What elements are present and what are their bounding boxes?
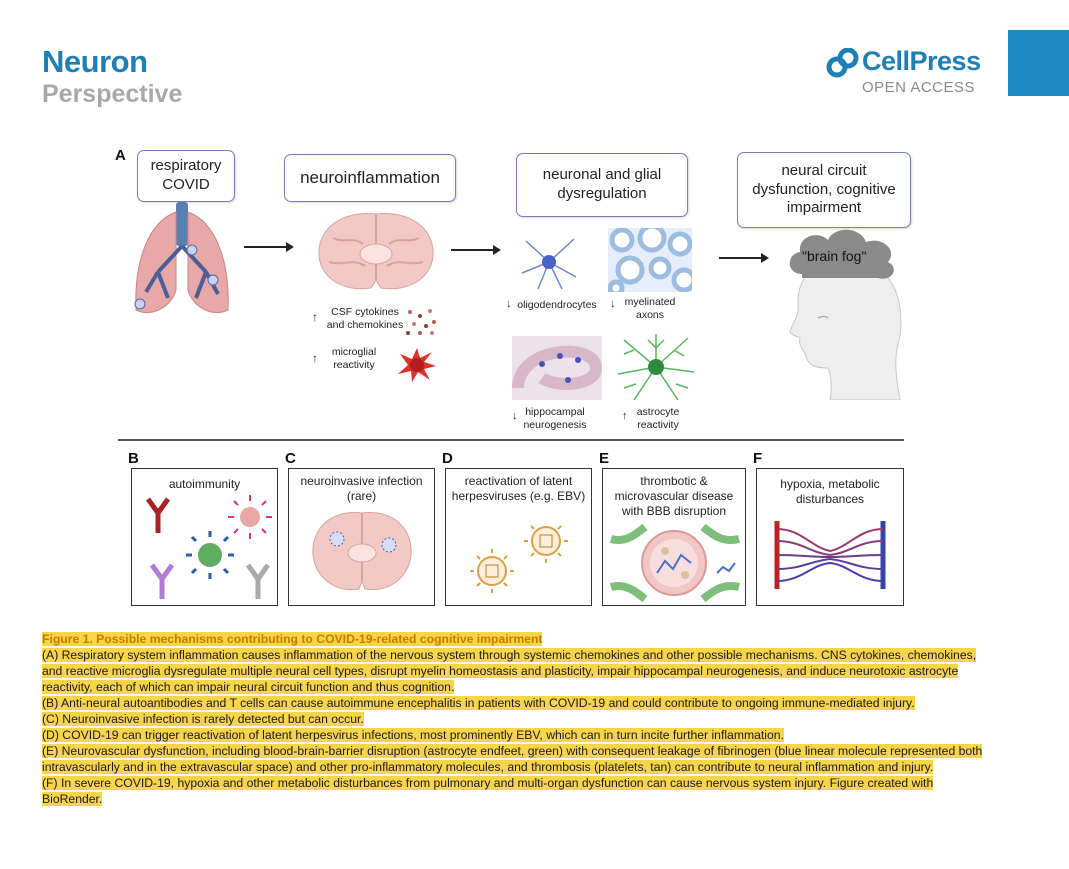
decrease-arrow-icon: ↓ xyxy=(506,298,512,310)
panel-f: hypoxia, metabolic disturbances xyxy=(756,468,904,606)
hippocampal-label: hippocampal neurogenesis xyxy=(523,406,587,432)
caption-f: (F) In severe COVID-19, hypoxia and othe… xyxy=(42,776,934,806)
open-access-label: OPEN ACCESS xyxy=(862,79,976,96)
panel-c-label: C xyxy=(285,450,296,467)
panel-d: reactivation of latent herpesviruses (e.… xyxy=(445,468,592,606)
lungs-icon xyxy=(134,202,229,313)
journal-title: Neuron xyxy=(42,44,148,79)
decrease-arrow-icon: ↓ xyxy=(512,410,518,422)
neuronal-glial-box: neuronal and glial dysregulation xyxy=(516,153,688,217)
arrow-right-icon xyxy=(719,253,769,263)
panel-d-label: D xyxy=(442,450,453,467)
brain-fog-label: "brain fog" xyxy=(802,248,867,264)
oligodendrocyte-icon xyxy=(521,238,577,290)
panel-b: autoimmunity xyxy=(131,468,278,606)
cytokine-dots-icon xyxy=(406,309,436,335)
caption-b: (B) Anti-neural autoantibodies and T cel… xyxy=(42,696,915,710)
panel-a-label: A xyxy=(115,147,126,164)
herpesvirus-icon xyxy=(470,523,568,593)
antibodies-icon xyxy=(145,495,272,599)
caption-d: (D) COVID-19 can trigger reactivation of… xyxy=(42,728,784,742)
capillary-bed-icon xyxy=(774,521,886,589)
caption-a: (A) Respiratory system inflammation caus… xyxy=(42,648,977,694)
section-title: Perspective xyxy=(42,80,183,108)
myelinated-axons-icon xyxy=(608,228,692,292)
panel-b-title: autoimmunity xyxy=(168,477,241,491)
respiratory-covid-box: respiratory COVID xyxy=(137,150,235,202)
caption-title: Figure 1. Possible mechanisms contributi… xyxy=(42,632,543,646)
neural-circuit-box: neural circuit dysfunction, cognitive im… xyxy=(737,152,911,228)
panel-c-title: neuroinvasive infection (rare) xyxy=(300,474,423,503)
panel-e: thrombotic & microvascular disease with … xyxy=(602,468,746,606)
panel-d-title: reactivation of latent herpesviruses (e.… xyxy=(451,474,586,503)
cloud-icon xyxy=(789,229,894,279)
increase-arrow-icon: ↑ xyxy=(312,310,318,324)
blood-vessel-icon xyxy=(609,523,740,603)
respiratory-covid-text: respiratory COVID xyxy=(150,157,222,193)
panel-e-label: E xyxy=(599,450,610,467)
panel-c: neuroinvasive infection (rare) xyxy=(288,468,435,606)
myelinated-axons-label: myelinated axons xyxy=(624,296,676,322)
astrocyte-label: astrocyte reactivity xyxy=(636,406,680,432)
microglia-icon xyxy=(398,348,436,382)
decrease-arrow-icon: ↓ xyxy=(610,298,616,310)
head-profile-icon xyxy=(789,257,902,400)
brain-infection-icon xyxy=(312,511,412,591)
neuroinflammation-text: neuroinflammation xyxy=(300,168,440,188)
figure-caption: Figure 1. Possible mechanisms contributi… xyxy=(42,631,987,807)
brain-icon xyxy=(318,212,434,290)
arrow-right-icon xyxy=(244,242,294,252)
neuroinflammation-box: neuroinflammation xyxy=(284,154,456,202)
panel-f-title: hypoxia, metabolic disturbances xyxy=(780,477,880,506)
panel-f-label: F xyxy=(753,450,763,467)
caption-e: (E) Neurovascular dysfunction, including… xyxy=(42,744,983,774)
csf-cytokines-label: CSF cytokines and chemokines xyxy=(326,306,404,332)
figure-divider xyxy=(118,439,904,441)
hippocampus-icon xyxy=(512,336,602,400)
cellpress-logo-icon xyxy=(826,48,859,78)
panel-b-label: B xyxy=(128,450,139,467)
neural-circuit-text: neural circuit dysfunction, cognitive im… xyxy=(752,161,896,217)
oligodendrocytes-label: oligodendrocytes xyxy=(517,299,597,311)
neuronal-glial-text: neuronal and glial dysregulation xyxy=(542,166,662,202)
corner-tab xyxy=(1008,30,1069,96)
astrocyte-icon xyxy=(617,334,695,401)
arrow-right-icon xyxy=(451,245,501,255)
publisher-name: CellPress xyxy=(862,46,981,76)
panel-e-title: thrombotic & microvascular disease with … xyxy=(614,474,734,518)
caption-c: (C) Neuroinvasive infection is rarely de… xyxy=(42,712,364,726)
increase-arrow-icon: ↑ xyxy=(312,351,318,365)
increase-arrow-icon: ↑ xyxy=(622,410,628,422)
microglial-label: microglial reactivity xyxy=(331,346,377,372)
